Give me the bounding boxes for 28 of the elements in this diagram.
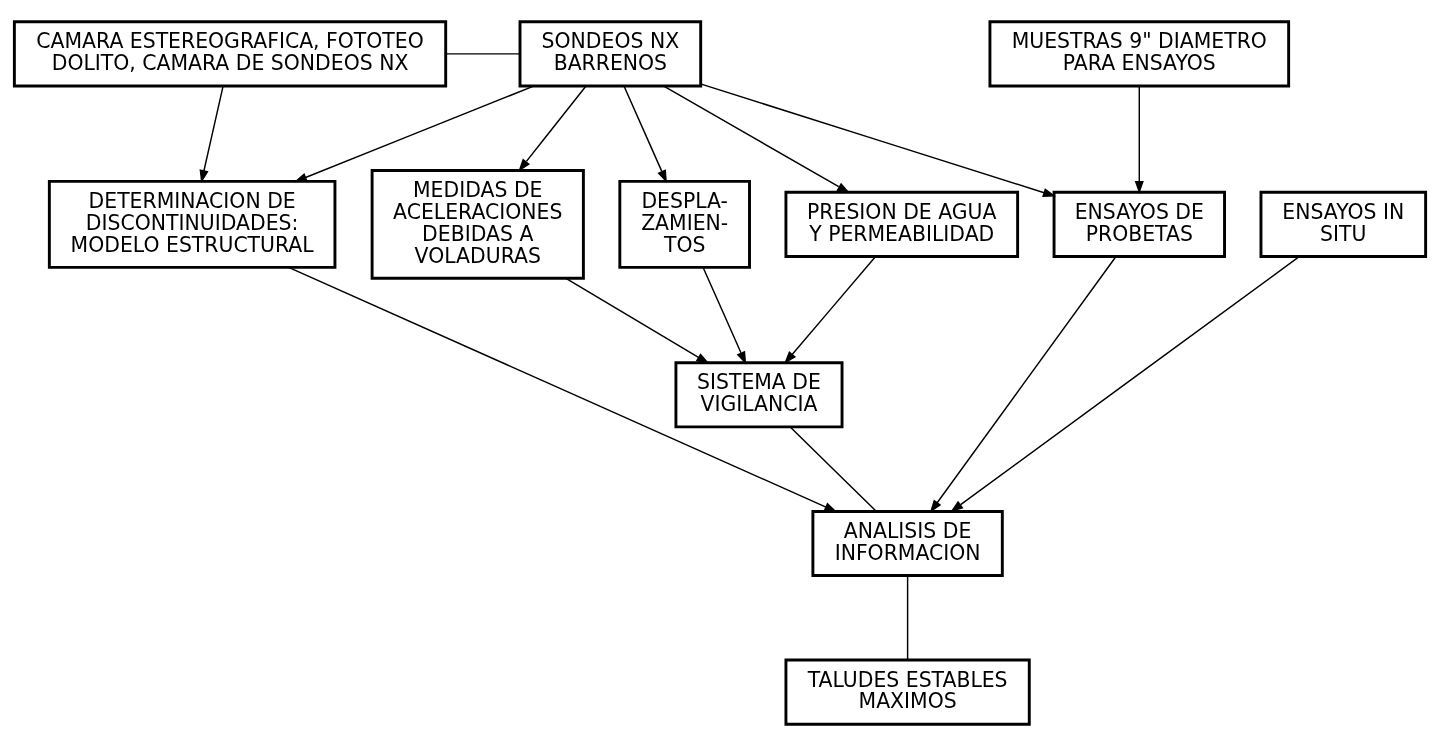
connector [445,52,521,55]
arrow [929,255,1117,513]
arrow [293,84,535,182]
arrow [663,84,851,193]
node-box: DESPLA- ZAMIEN- TOS [618,179,751,269]
node-box: ANALISIS DE INFORMACION [811,509,1004,577]
node-box: SONDEOS NX BARRENOS [518,19,703,87]
node-box: MEDIDAS DE ACELERACIONES DEBIDAS A VOLADURAS [370,168,585,280]
arrow [199,84,224,183]
arrow [702,266,747,365]
arrow [950,255,1301,512]
node-box: ENSAYOS DE PROBETAS [1052,190,1226,258]
node-box: SISTEMA DE VIGILANCIA [674,360,844,428]
connector [789,426,877,512]
arrow [1134,84,1144,194]
arrow [518,84,587,172]
node-box: TALUDES ESTABLES MAXIMOS [784,658,1031,726]
arrow [700,82,1057,197]
arrow [623,84,667,183]
connector [906,574,909,660]
arrow [784,255,877,364]
node-box: ENSAYOS IN SITU [1259,190,1428,258]
arrow [287,266,838,512]
node-box: MUESTRAS 9" DIAMETRO PARA ENSAYOS [988,19,1291,87]
node-box: PRESION DE AGUA Y PERMEABILIDAD [784,190,1020,258]
arrow [565,277,710,364]
node-box: DETERMINACION DE DISCONTINUIDADES: MODELO ESTRUCTURAL [47,179,337,269]
node-box: CAMARA ESTEREOGRAFICA, FOTOTEO DOLITO, CAMARA DE SONDEOS NX [12,19,448,87]
